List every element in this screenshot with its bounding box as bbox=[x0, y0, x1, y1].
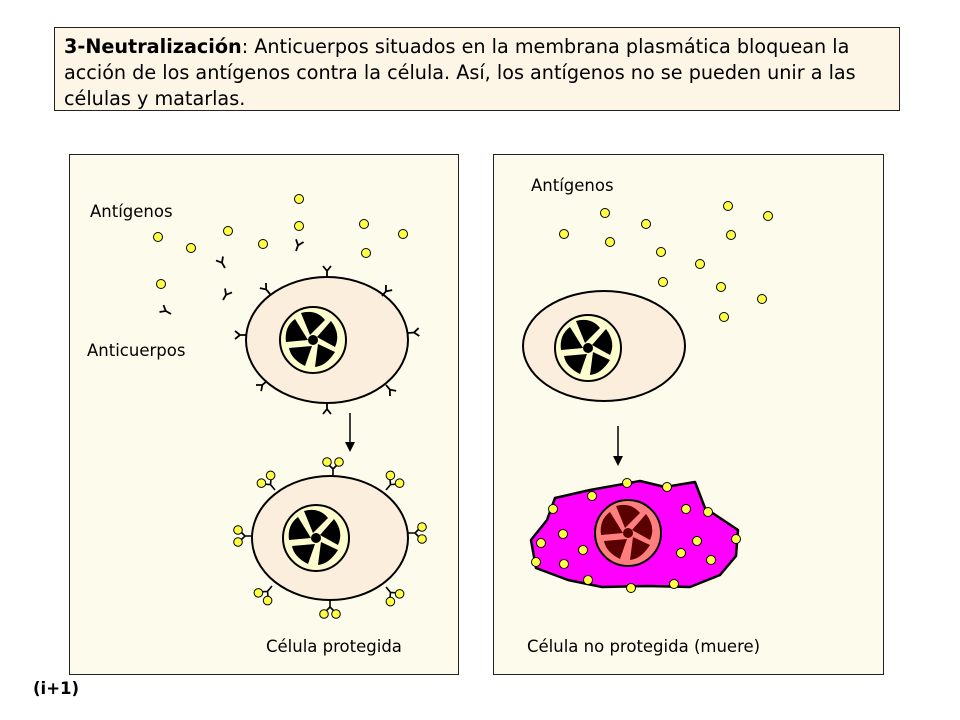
description-box: 3-Neutralización: Anticuerpos situados e… bbox=[54, 27, 900, 111]
dead-nucleus-icon bbox=[594, 499, 662, 567]
right-free-antigens bbox=[559, 201, 773, 322]
left-arrow bbox=[345, 413, 355, 452]
nucleus-icon bbox=[279, 306, 347, 374]
right-arrow bbox=[613, 426, 623, 466]
slide-number: (i+1) bbox=[33, 679, 80, 698]
left-bottom-cell bbox=[251, 475, 409, 601]
right-top-cell bbox=[522, 290, 686, 402]
right-antigens-label: Antígenos bbox=[531, 176, 614, 195]
attached-antigens bbox=[531, 478, 741, 593]
description-separator: : bbox=[241, 35, 249, 58]
right-caption: Célula no protegida (muere) bbox=[527, 637, 761, 656]
nucleus-icon bbox=[554, 314, 622, 382]
left-antigens-label: Antígenos bbox=[90, 202, 173, 221]
description-text: Anticuerpos situados en la membrana plas… bbox=[64, 35, 856, 110]
antibodies-label: Anticuerpos bbox=[87, 341, 186, 360]
left-caption: Célula protegida bbox=[266, 637, 402, 656]
description-title: 3-Neutralización bbox=[64, 35, 242, 58]
left-free-antigens bbox=[153, 194, 408, 289]
left-top-cell bbox=[245, 276, 409, 404]
nucleus-icon bbox=[282, 504, 350, 572]
